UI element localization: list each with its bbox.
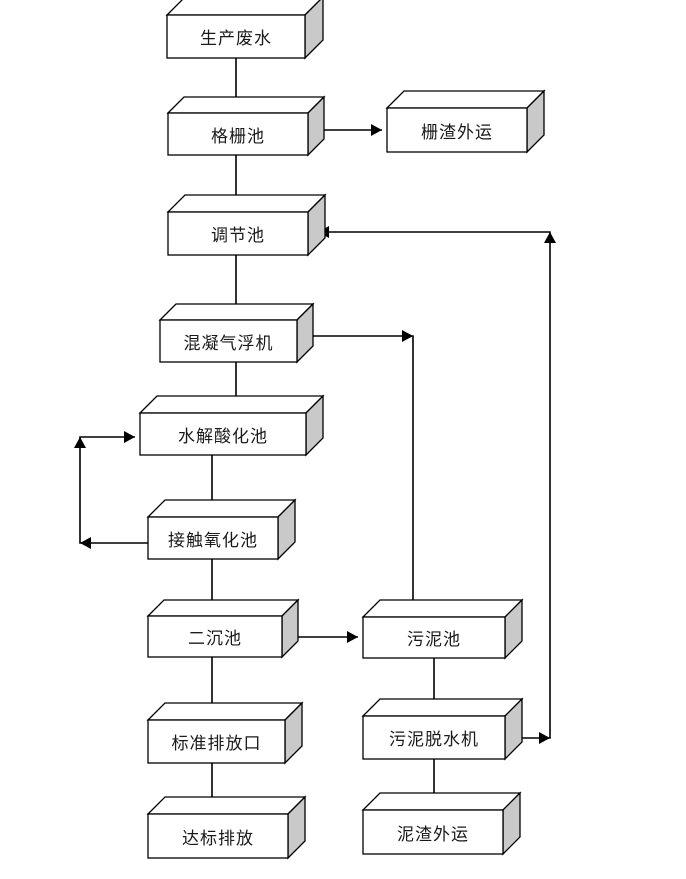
node-shape-n12 [146, 795, 307, 860]
process-node-n13: 泥渣外运 [361, 791, 522, 856]
arrowhead-e2 [371, 124, 382, 136]
node-label-n9: 污泥池 [407, 630, 461, 649]
node-label-n5: 混凝气浮机 [183, 333, 274, 353]
node-front-face [166, 14, 306, 59]
node-label-n1: 生产废水 [200, 29, 272, 48]
process-node-n6: 水解酸化池 [138, 394, 325, 457]
node-top-face [361, 599, 524, 618]
edge-e15 [318, 231, 551, 739]
process-node-n9: 污泥池 [361, 598, 524, 660]
node-top-face [165, 0, 321, 16]
node-front-face [167, 211, 309, 256]
edge-e6 [312, 335, 414, 612]
node-shape-n1 [165, 0, 324, 60]
node-shape-n10 [146, 701, 304, 765]
process-node-n8: 二沉池 [146, 598, 300, 659]
node-top-face [361, 698, 524, 717]
node-shape-n4 [166, 193, 327, 257]
node-top-face [166, 96, 326, 114]
process-node-n5: 混凝气浮机 [158, 302, 315, 364]
node-front-face [147, 719, 286, 764]
node-top-face [166, 194, 327, 213]
node-front-face [147, 615, 283, 658]
node-shape-n6 [138, 394, 325, 457]
node-label-n11: 污泥脱水机 [389, 730, 479, 749]
node-front-face [386, 107, 528, 153]
node-front-face [147, 516, 279, 560]
node-top-face [385, 90, 546, 109]
node-front-face [362, 809, 504, 855]
node-shape-n13 [361, 791, 522, 856]
node-front-face [147, 813, 289, 859]
node-top-face [146, 796, 307, 815]
arrowhead-mid2-e8 [74, 437, 86, 448]
process-node-n7: 接触氧化池 [146, 498, 297, 561]
process-node-n4: 调节池 [166, 193, 327, 257]
node-shape-n8 [146, 598, 300, 659]
node-label-n6: 水解酸化池 [178, 426, 268, 446]
node-label-n8: 二沉池 [188, 629, 242, 648]
node-front-face [159, 319, 298, 363]
process-node-n3: 栅渣外运 [385, 89, 546, 154]
node-shape-n2 [166, 95, 326, 157]
node-front-face [362, 616, 506, 659]
node-label-n4: 调节池 [211, 226, 265, 245]
node-shape-n5 [158, 302, 315, 364]
process-node-n12: 达标排放 [146, 795, 307, 860]
node-shape-n11 [361, 697, 524, 761]
node-shape-n9 [361, 598, 524, 660]
node-shape-n7 [146, 498, 297, 561]
node-top-face [146, 702, 304, 721]
node-label-n13: 泥渣外运 [397, 824, 469, 844]
node-label-n10: 标准排放口 [171, 734, 262, 753]
node-top-face [158, 303, 315, 321]
arrowhead-mid-e6 [402, 330, 413, 342]
node-top-face [361, 792, 522, 811]
process-node-n1: 生产废水 [165, 0, 325, 60]
node-front-face [139, 412, 307, 456]
arrowhead-mid1-e15 [539, 732, 550, 744]
node-top-face [146, 599, 300, 617]
node-top-face [138, 395, 325, 414]
process-node-n10: 标准排放口 [146, 701, 304, 765]
arrowhead-mid2-e15 [544, 232, 556, 243]
node-top-face [146, 499, 297, 518]
node-front-face [362, 715, 506, 760]
node-label-n7: 接触氧化池 [168, 530, 258, 550]
node-front-face [167, 112, 309, 156]
edge-e8 [79, 436, 148, 544]
node-label-n12: 达标排放 [182, 828, 254, 848]
process-node-n2: 格栅池 [166, 95, 326, 157]
node-shape-n3 [385, 89, 546, 154]
arrowhead-mid1-e8 [80, 537, 91, 549]
node-label-n2: 格栅池 [211, 126, 265, 146]
arrowhead-e10 [347, 631, 358, 643]
process-node-n11: 污泥脱水机 [361, 697, 524, 761]
arrowhead-e8 [124, 431, 135, 443]
node-label-n3: 栅渣外运 [421, 122, 493, 142]
